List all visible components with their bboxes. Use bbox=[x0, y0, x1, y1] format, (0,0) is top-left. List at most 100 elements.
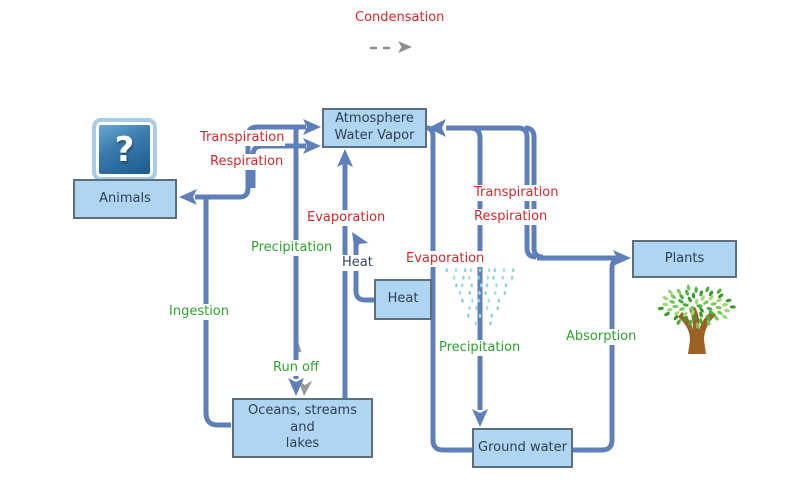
connector-precipitation-right[interactable] bbox=[469, 125, 483, 410]
tree-leaf bbox=[703, 300, 709, 305]
tree-leaf bbox=[725, 298, 732, 303]
tree-leaf bbox=[699, 307, 704, 313]
label-run-off[interactable]: Run off bbox=[272, 360, 320, 376]
rain-drop bbox=[479, 282, 483, 288]
rain-drop bbox=[485, 282, 489, 288]
rain-drop bbox=[492, 275, 495, 280]
node-atmosphere-label: Atmosphere Water Vapor bbox=[335, 111, 415, 145]
connector-absorption[interactable] bbox=[573, 255, 623, 453]
rain-drop bbox=[493, 267, 497, 273]
label-ingestion[interactable]: Ingestion bbox=[168, 304, 230, 320]
tree-leaf bbox=[674, 311, 680, 316]
connector-evaporation-right[interactable] bbox=[426, 125, 472, 453]
rain-drop bbox=[467, 275, 471, 280]
arrowhead-precipitation-left bbox=[288, 378, 304, 396]
tree-leaf bbox=[700, 295, 705, 302]
label-precipitation-right[interactable]: Precipitation bbox=[438, 340, 522, 356]
label-precipitation-left[interactable]: Precipitation bbox=[250, 240, 334, 256]
tree-leaf bbox=[699, 290, 703, 297]
label-heat-line[interactable]: Heat bbox=[341, 255, 374, 271]
connector-ingestion[interactable] bbox=[203, 198, 231, 428]
rain-drop bbox=[487, 267, 491, 273]
node-heat[interactable]: Heat bbox=[374, 279, 432, 320]
tree-leaf bbox=[682, 303, 689, 307]
rain-drop bbox=[460, 282, 464, 288]
question-mark-glyph: ? bbox=[114, 129, 135, 170]
node-oceans-line2: lakes bbox=[285, 436, 320, 452]
tree-leaf bbox=[693, 314, 697, 321]
tree-leaf bbox=[688, 305, 695, 311]
tree-leaf bbox=[713, 315, 719, 321]
question-mark-inner: ? bbox=[96, 122, 153, 177]
label-respiration-left[interactable]: Respiration bbox=[209, 154, 285, 170]
tree-leaf bbox=[662, 302, 669, 307]
tree-leaf bbox=[678, 307, 685, 312]
rain-drop bbox=[484, 290, 487, 296]
tree-leaf bbox=[686, 284, 691, 291]
node-oceans[interactable]: Oceans, streams and lakes bbox=[232, 398, 373, 458]
node-animals[interactable]: Animals bbox=[73, 179, 177, 219]
question-mark-image-icon[interactable]: ? bbox=[92, 118, 157, 181]
rain-drop bbox=[463, 267, 467, 273]
tree-leaf bbox=[699, 317, 703, 325]
rain-drop bbox=[497, 298, 501, 303]
rain-drop bbox=[477, 298, 481, 303]
rain-drop bbox=[454, 267, 458, 273]
rain-drop bbox=[452, 275, 456, 280]
tree-leaf bbox=[705, 286, 710, 293]
tree-leaf bbox=[729, 305, 736, 309]
connector-transpiration-right[interactable] bbox=[446, 125, 537, 260]
label-evaporation-right[interactable]: Evaporation bbox=[405, 251, 486, 267]
label-transpiration-right[interactable]: Transpiration bbox=[473, 185, 560, 201]
node-ground-water[interactable]: Ground water bbox=[472, 428, 573, 468]
node-oceans-line1: Oceans, streams and bbox=[248, 402, 357, 435]
node-plants[interactable]: Plants bbox=[632, 240, 737, 278]
rain-drop bbox=[496, 305, 500, 311]
tree-leaf bbox=[721, 302, 728, 307]
rain-drop bbox=[455, 282, 458, 288]
rain-drop bbox=[478, 313, 482, 318]
label-absorption[interactable]: Absorption bbox=[565, 329, 638, 345]
label-transpiration-left[interactable]: Transpiration bbox=[199, 130, 286, 146]
node-atmosphere-line2: Water Vapor bbox=[334, 128, 415, 143]
label-evaporation-left[interactable]: Evaporation bbox=[306, 210, 387, 226]
tree-leaf bbox=[699, 311, 703, 318]
arrowhead-respiration-left bbox=[303, 138, 321, 154]
rain-drop bbox=[487, 298, 491, 303]
tree-leaf bbox=[662, 296, 669, 301]
tree-leaf bbox=[708, 295, 714, 301]
rain-drop bbox=[503, 290, 507, 296]
rain-drop bbox=[467, 313, 470, 318]
rain-drop bbox=[468, 305, 472, 311]
rain-drop bbox=[445, 267, 449, 273]
rain-drop bbox=[477, 275, 480, 280]
tree-leaf bbox=[722, 314, 728, 320]
tree-leaf bbox=[672, 304, 679, 309]
tree-leaf bbox=[694, 286, 698, 293]
rain-drop bbox=[475, 305, 478, 311]
tree-leaf bbox=[678, 299, 684, 304]
tree-leaf bbox=[676, 288, 682, 295]
condensation-dashed-arrow[interactable] bbox=[370, 41, 412, 53]
tree-leaf bbox=[716, 298, 722, 303]
tree-leaf bbox=[687, 296, 692, 303]
rain-drop bbox=[474, 320, 478, 326]
rain-drop bbox=[504, 282, 508, 288]
connector-heat[interactable] bbox=[353, 242, 374, 303]
rain-drop bbox=[511, 267, 515, 273]
tree-leaf bbox=[696, 304, 703, 308]
rain-drop bbox=[490, 313, 493, 318]
rain-drop bbox=[469, 267, 473, 273]
node-atmosphere[interactable]: Atmosphere Water Vapor bbox=[322, 108, 427, 148]
label-respiration-right[interactable]: Respiration bbox=[473, 209, 549, 225]
tree-image[interactable] bbox=[657, 284, 736, 354]
rain-drop bbox=[510, 275, 514, 280]
arrowhead-atmosphere-right bbox=[428, 119, 446, 137]
rain-sprinkles-icon[interactable] bbox=[445, 267, 515, 326]
node-animals-label: Animals bbox=[99, 190, 151, 206]
rain-drop bbox=[478, 267, 482, 273]
arrowhead-animals bbox=[179, 189, 197, 205]
arrowhead-transpiration-left bbox=[303, 119, 321, 135]
label-condensation[interactable]: Condensation bbox=[354, 10, 446, 26]
